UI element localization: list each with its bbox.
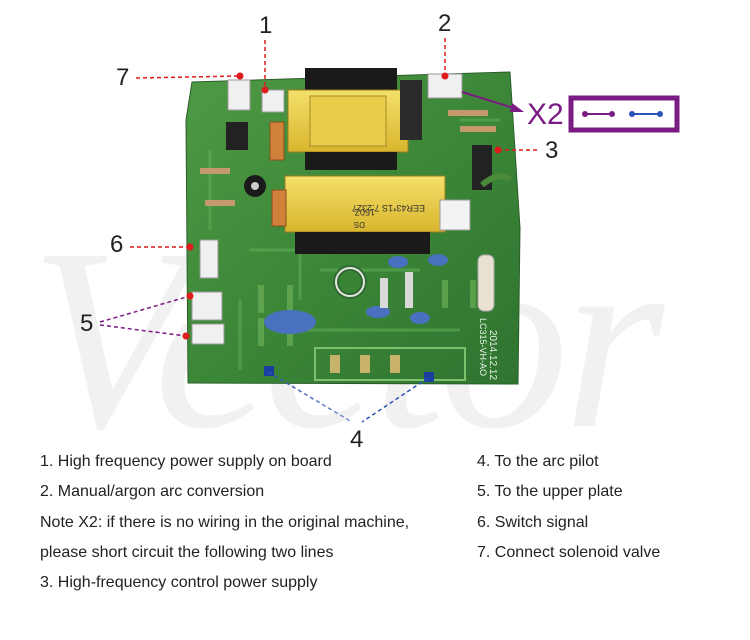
callout-7: 7: [116, 64, 130, 91]
note-right-1: 4. To the arc pilot: [477, 453, 599, 470]
leader-5b-dot: [182, 332, 190, 340]
leader-1-dot: [261, 86, 269, 94]
callout-5: 5: [80, 310, 94, 337]
leader-7: [135, 75, 241, 79]
callout-leaders: [99, 38, 540, 423]
transformer-print-suffix: DS: [354, 220, 365, 229]
leader-5a-dot: [186, 292, 194, 300]
transformer-print-code: 150Z: [354, 207, 375, 217]
note-left-5: 3. High-frequency control power supply: [40, 574, 318, 591]
callout-4: 4: [350, 426, 364, 453]
callout-6: 6: [110, 231, 124, 258]
left-components: [191, 79, 287, 345]
callout-3: 3: [545, 137, 559, 164]
note-right-3: 6. Switch signal: [477, 514, 589, 531]
note-left-4: please short circuit the following two l…: [40, 544, 334, 561]
x2-jumper-box: [568, 95, 680, 133]
x2-label: X2: [527, 98, 564, 131]
callout-2: 2: [438, 10, 452, 37]
board-date-print: 2014.12.12: [487, 330, 498, 380]
leader-x2-arrow: [510, 103, 524, 112]
note-left-1: 1. High frequency power supply on board: [40, 453, 332, 470]
right-components: [427, 73, 513, 312]
callout-1: 1: [259, 12, 273, 39]
leader-2-dot: [441, 72, 449, 80]
board-id-print: LC315-VH-AO: [478, 318, 488, 376]
middle-components: 2014.12.12 LC315-VH-AO: [264, 254, 498, 380]
leader-x2: [461, 91, 521, 111]
transformer-print-top: EER43*1S 7.2327: [352, 203, 425, 213]
leader-5b: [99, 324, 187, 337]
arc-pilot-terminals: [264, 366, 434, 382]
leader-3-dot: [494, 146, 502, 154]
hf-transformer-lower: EER43*1S 7.2327 150Z DS: [284, 175, 471, 254]
note-left-2: 2. Manual/argon arc conversion: [40, 483, 265, 500]
hf-transformer-upper: [287, 68, 422, 170]
leader-5a: [99, 295, 191, 323]
leader-6-dot: [186, 243, 194, 251]
leader-7-dot: [236, 72, 244, 80]
leader-4a: [267, 371, 353, 423]
note-right-2: 5. To the upper plate: [477, 483, 623, 500]
note-right-4: 7. Connect solenoid valve: [477, 544, 661, 561]
note-left-3: Note X2: if there is no wiring in the or…: [40, 514, 410, 531]
leader-4b: [361, 377, 429, 423]
